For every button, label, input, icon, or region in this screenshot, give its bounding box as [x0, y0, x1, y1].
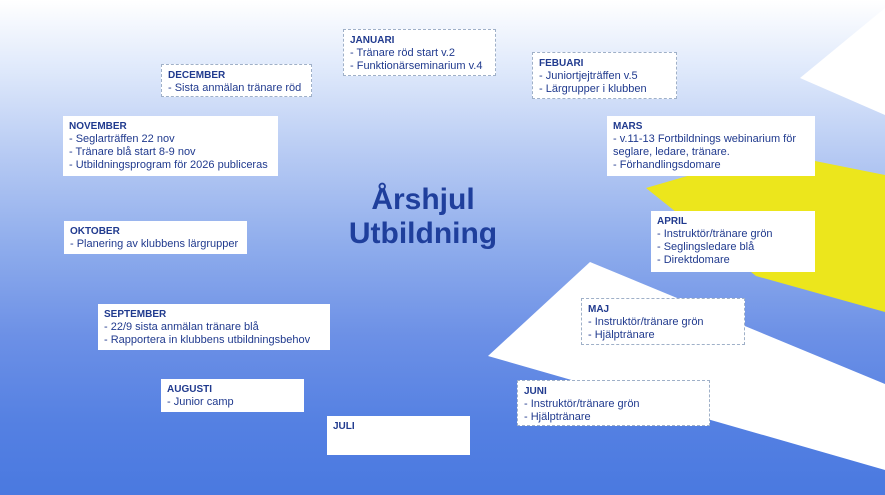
month-heading: AUGUSTI — [167, 384, 212, 395]
month-box-april: APRIL - Instruktör/tränare grön - Seglin… — [651, 211, 815, 272]
month-box-mars: MARS - v.11-13 Fortbildnings webinarium … — [607, 116, 815, 176]
month-box-juni: JUNI - Instruktör/tränare grön - Hjälptr… — [517, 380, 710, 426]
month-box-november: NOVEMBER - Seglarträffen 22 nov - Tränar… — [63, 116, 278, 176]
month-heading: MARS — [613, 121, 643, 132]
month-box-januari: JANUARI - Tränare röd start v.2 - Funkti… — [343, 29, 496, 76]
month-box-maj: MAJ - Instruktör/tränare grön - Hjälpträ… — [581, 298, 745, 345]
month-box-juli: JULI — [327, 416, 470, 455]
month-item: - Direktdomare — [657, 254, 730, 266]
month-heading: FEBUARI — [539, 58, 584, 69]
month-box-september: SEPTEMBER - 22/9 sista anmälan tränare b… — [98, 304, 330, 350]
month-item: - Funktionärseminarium v.4 — [350, 60, 483, 72]
month-item: - 22/9 sista anmälan tränare blå — [104, 321, 259, 333]
month-item: - Seglarträffen 22 nov — [69, 133, 175, 145]
month-item: - Instruktör/tränare grön — [524, 398, 640, 410]
month-heading: OKTOBER — [70, 226, 120, 237]
month-heading: MAJ — [588, 304, 610, 315]
month-item: - Förhandlingsdomare — [613, 159, 721, 171]
month-item: - Tränare röd start v.2 — [350, 47, 455, 59]
month-item: - Instruktör/tränare grön — [657, 228, 773, 240]
month-heading: NOVEMBER — [69, 121, 127, 132]
month-heading: DECEMBER — [168, 70, 226, 81]
month-heading: JANUARI — [350, 35, 395, 46]
month-item: - Utbildningsprogram för 2026 publiceras — [69, 159, 268, 171]
page-title: Årshjul Utbildning — [300, 183, 546, 251]
month-item: - Hjälptränare — [524, 411, 591, 423]
month-item: - v.11-13 Fortbildnings webinarium för — [613, 133, 797, 145]
month-item: - Instruktör/tränare grön — [588, 316, 704, 328]
month-box-februari: FEBUARI - Juniortjejträffen v.5 - Lärgru… — [532, 52, 677, 99]
title-line-1: Årshjul — [371, 183, 475, 216]
month-item: - Hjälptränare — [588, 329, 655, 341]
month-box-oktober: OKTOBER - Planering av klubbens lärgrupp… — [64, 221, 247, 254]
month-heading: APRIL — [657, 216, 687, 227]
month-heading: JULI — [333, 421, 355, 432]
title-line-2: Utbildning — [348, 217, 498, 250]
white-corner-triangle — [800, 8, 885, 115]
month-item: - Sista anmälan tränare röd — [168, 82, 302, 94]
month-item: - Juniortjejträffen v.5 — [539, 70, 638, 82]
month-item: - Planering av klubbens lärgrupper — [70, 238, 239, 250]
month-item: - Seglingsledare blå — [657, 241, 755, 253]
month-item: seglare, ledare, tränare. — [613, 146, 730, 158]
month-item: - Rapportera in klubbens utbildningsbeho… — [104, 334, 311, 346]
month-heading: JUNI — [524, 386, 547, 397]
month-heading: SEPTEMBER — [104, 309, 167, 320]
month-box-december: DECEMBER - Sista anmälan tränare röd — [161, 64, 312, 97]
month-item: - Junior camp — [167, 396, 234, 408]
month-item: - Lärgrupper i klubben — [539, 83, 647, 95]
month-box-augusti: AUGUSTI - Junior camp — [161, 379, 304, 412]
month-item: - Tränare blå start 8-9 nov — [69, 146, 196, 158]
